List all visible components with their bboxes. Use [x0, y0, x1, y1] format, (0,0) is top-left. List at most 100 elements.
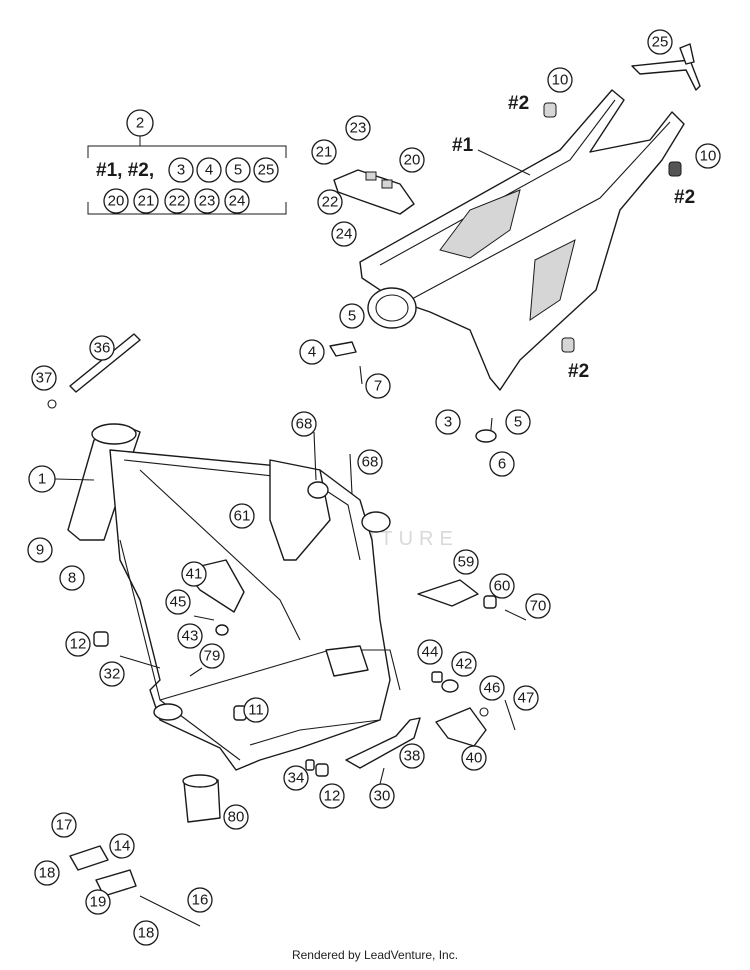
- callout-24[interactable]: 24: [331, 221, 357, 247]
- callout-1[interactable]: 1: [28, 465, 95, 493]
- svg-text:8: 8: [68, 570, 76, 587]
- callout-10a[interactable]: 10: [547, 67, 573, 93]
- tag-sub-frame: #1: [452, 135, 531, 176]
- callout-23[interactable]: 23: [345, 115, 371, 141]
- callout-10b[interactable]: 10: [695, 143, 721, 169]
- callout-6[interactable]: 6: [489, 451, 515, 477]
- callout-70[interactable]: 70: [525, 593, 551, 619]
- svg-text:40: 40: [466, 750, 483, 767]
- svg-text:4: 4: [308, 344, 316, 361]
- callout-79[interactable]: 79: [199, 643, 225, 669]
- svg-text:79: 79: [204, 648, 221, 665]
- callout-3[interactable]: 3: [435, 409, 461, 435]
- callout-7[interactable]: 7: [365, 373, 391, 399]
- svg-text:46: 46: [484, 680, 501, 697]
- svg-text:45: 45: [170, 594, 187, 611]
- svg-text:18: 18: [39, 865, 56, 882]
- svg-text:24: 24: [229, 193, 246, 210]
- callout-43[interactable]: 43: [177, 623, 203, 649]
- callout-34[interactable]: 34: [283, 765, 309, 791]
- svg-text:20: 20: [404, 152, 421, 169]
- svg-text:59: 59: [458, 554, 475, 571]
- mount-plate-20: [333, 169, 415, 215]
- callout-12b[interactable]: 12: [319, 783, 345, 809]
- svg-text:12: 12: [324, 788, 341, 805]
- svg-text:32: 32: [104, 666, 121, 683]
- svg-text:37: 37: [36, 370, 53, 387]
- svg-text:23: 23: [199, 193, 216, 210]
- callout-45[interactable]: 45: [165, 589, 191, 615]
- callout-40[interactable]: 40: [461, 745, 487, 771]
- callout-68b[interactable]: 68: [357, 449, 383, 475]
- svg-text:80: 80: [228, 809, 245, 826]
- callout-4[interactable]: 4: [299, 339, 325, 365]
- bushing-top: [543, 102, 557, 118]
- svg-text:70: 70: [530, 598, 547, 615]
- main-frame: [67, 423, 401, 771]
- svg-text:36: 36: [94, 340, 111, 357]
- svg-text:38: 38: [404, 748, 421, 765]
- callout-59[interactable]: 59: [453, 549, 479, 575]
- svg-text:#2: #2: [674, 187, 695, 208]
- heel-guard-59: [417, 579, 479, 607]
- svg-text:23: 23: [350, 120, 367, 137]
- callout-38[interactable]: 38: [399, 743, 425, 769]
- callout-8[interactable]: 8: [59, 565, 85, 591]
- bracket-25: [631, 43, 701, 91]
- svg-text:24: 24: [336, 226, 353, 243]
- svg-text:4: 4: [205, 162, 213, 179]
- svg-text:#1: #1: [452, 135, 474, 156]
- callout-80[interactable]: 80: [223, 804, 249, 830]
- callout-42[interactable]: 42: [451, 651, 477, 677]
- svg-text:22: 22: [322, 194, 339, 211]
- callout-61[interactable]: 61: [229, 503, 255, 529]
- callout-18b[interactable]: 18: [133, 920, 159, 946]
- bushing-right: [668, 161, 682, 177]
- callout-37[interactable]: 37: [31, 365, 57, 391]
- callouts: 1 3 4 5 5 6 7 8 9 10 10 11 12 12 14 16 1…: [27, 29, 721, 946]
- callout-68a[interactable]: 68: [291, 411, 317, 437]
- svg-text:22: 22: [169, 193, 186, 210]
- callout-36[interactable]: 36: [89, 335, 115, 361]
- svg-text:18: 18: [138, 925, 155, 942]
- tag-bushing-right: #2: [674, 187, 695, 208]
- callout-14[interactable]: 14: [109, 833, 135, 859]
- bushing-lower: [561, 337, 575, 353]
- svg-text:2: 2: [136, 115, 144, 132]
- callout-12a[interactable]: 12: [65, 631, 91, 657]
- svg-text:6: 6: [498, 456, 506, 473]
- svg-text:19: 19: [90, 894, 107, 911]
- callout-41[interactable]: 41: [181, 561, 207, 587]
- callout-20[interactable]: 20: [399, 147, 425, 173]
- callout-21[interactable]: 21: [311, 139, 337, 165]
- svg-text:21: 21: [316, 144, 333, 161]
- callout-18a[interactable]: 18: [34, 860, 60, 886]
- callout-30[interactable]: 30: [369, 783, 395, 809]
- callout-5a[interactable]: 5: [339, 303, 365, 329]
- callout-25[interactable]: 25: [647, 29, 673, 55]
- svg-text:42: 42: [456, 656, 473, 673]
- svg-text:20: 20: [108, 193, 125, 210]
- callout-9[interactable]: 9: [27, 537, 53, 563]
- svg-text:68: 68: [296, 416, 313, 433]
- svg-text:25: 25: [652, 34, 669, 51]
- svg-text:61: 61: [234, 508, 251, 525]
- callout-46[interactable]: 46: [479, 675, 505, 701]
- callout-32[interactable]: 32: [99, 661, 125, 687]
- callout-5b[interactable]: 5: [505, 409, 531, 435]
- render-credit: Rendered by LeadVenture, Inc.: [291, 948, 459, 962]
- callout-2[interactable]: 2: [126, 109, 154, 137]
- callout-11[interactable]: 11: [243, 697, 269, 723]
- callout-16[interactable]: 16: [187, 887, 213, 913]
- callout-17[interactable]: 17: [51, 812, 77, 838]
- callout-44[interactable]: 44: [417, 639, 443, 665]
- callout-47[interactable]: 47: [513, 685, 539, 711]
- svg-text:25: 25: [258, 162, 275, 179]
- callout-19[interactable]: 19: [85, 889, 111, 915]
- tag-bushing-lower: #2: [568, 361, 589, 382]
- svg-text:3: 3: [444, 414, 452, 431]
- callout-60[interactable]: 60: [489, 573, 515, 599]
- svg-text:68: 68: [362, 454, 379, 471]
- callout-22[interactable]: 22: [317, 189, 343, 215]
- svg-text:#1, #2,: #1, #2,: [96, 160, 154, 181]
